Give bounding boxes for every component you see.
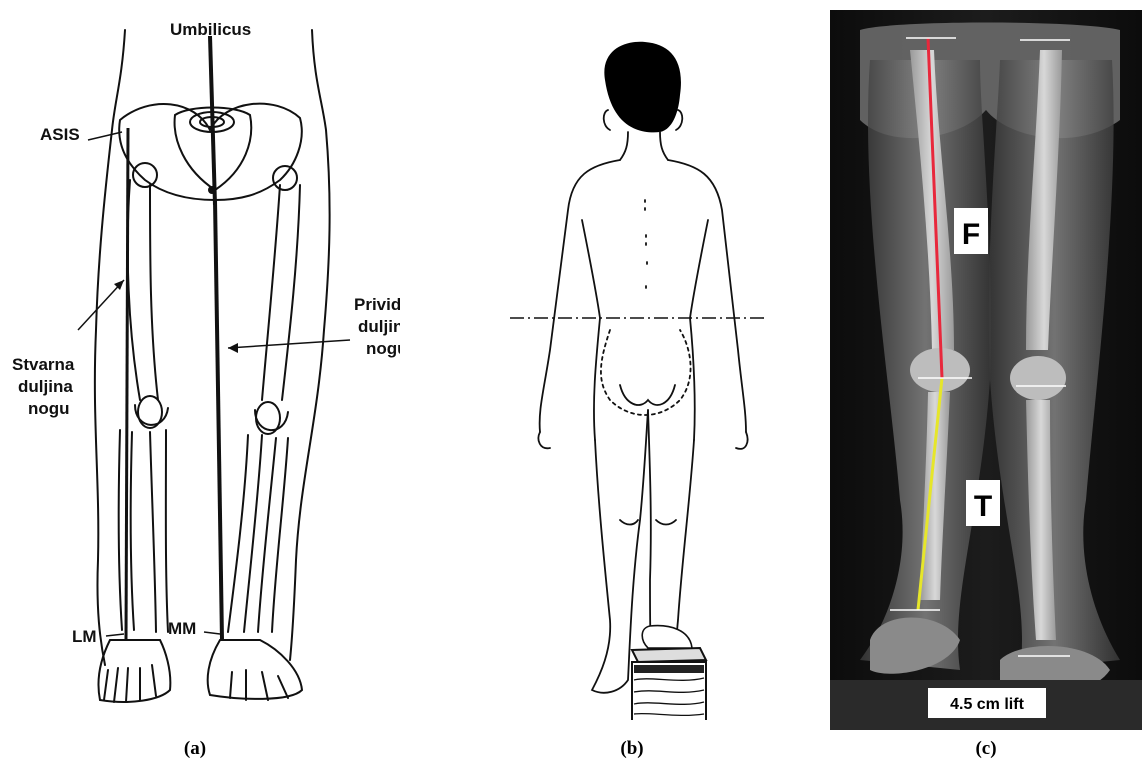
true-length-label-1: Stvarna (12, 355, 75, 374)
panel-a-skeleton-diagram: Umbilicus ASIS Stvarna duljina nogu Priv… (0, 0, 400, 720)
hair (604, 42, 681, 133)
xray-image: F T 4.5 cm lift (830, 0, 1142, 730)
child-illustration (500, 0, 780, 720)
umbilicus-line-upper (210, 36, 215, 205)
lm-label: LM (72, 627, 97, 646)
true-length-label-2: duljina (18, 377, 73, 396)
lift-label: 4.5 cm lift (950, 696, 1024, 713)
body-outline-left (95, 30, 125, 665)
right-foot (208, 640, 302, 699)
femur-label: F (962, 218, 980, 251)
caption-b: (b) (602, 738, 662, 760)
caption-a: (a) (165, 738, 225, 760)
tibia-label: T (974, 490, 992, 523)
apparent-length-label-2: duljina (358, 317, 400, 336)
lift-block (632, 648, 706, 720)
true-length-label-3: nogu (28, 399, 70, 418)
panel-b-child-figure (500, 0, 780, 720)
mm-label: MM (168, 619, 196, 638)
true-length-line (126, 128, 128, 640)
skeleton-illustration: Umbilicus ASIS Stvarna duljina nogu Priv… (0, 0, 400, 720)
body-outline-right (290, 30, 330, 660)
left-foot (98, 640, 170, 702)
asis-label: ASIS (40, 125, 80, 144)
apparent-length-label-3: nogu (366, 339, 400, 358)
caption-c: (c) (956, 738, 1016, 760)
apparent-length-line (215, 200, 222, 640)
panel-c-xray: F T 4.5 cm lift (830, 0, 1142, 730)
apparent-length-label-1: Prividna (354, 295, 400, 314)
umbilicus-label: Umbilicus (170, 20, 251, 39)
